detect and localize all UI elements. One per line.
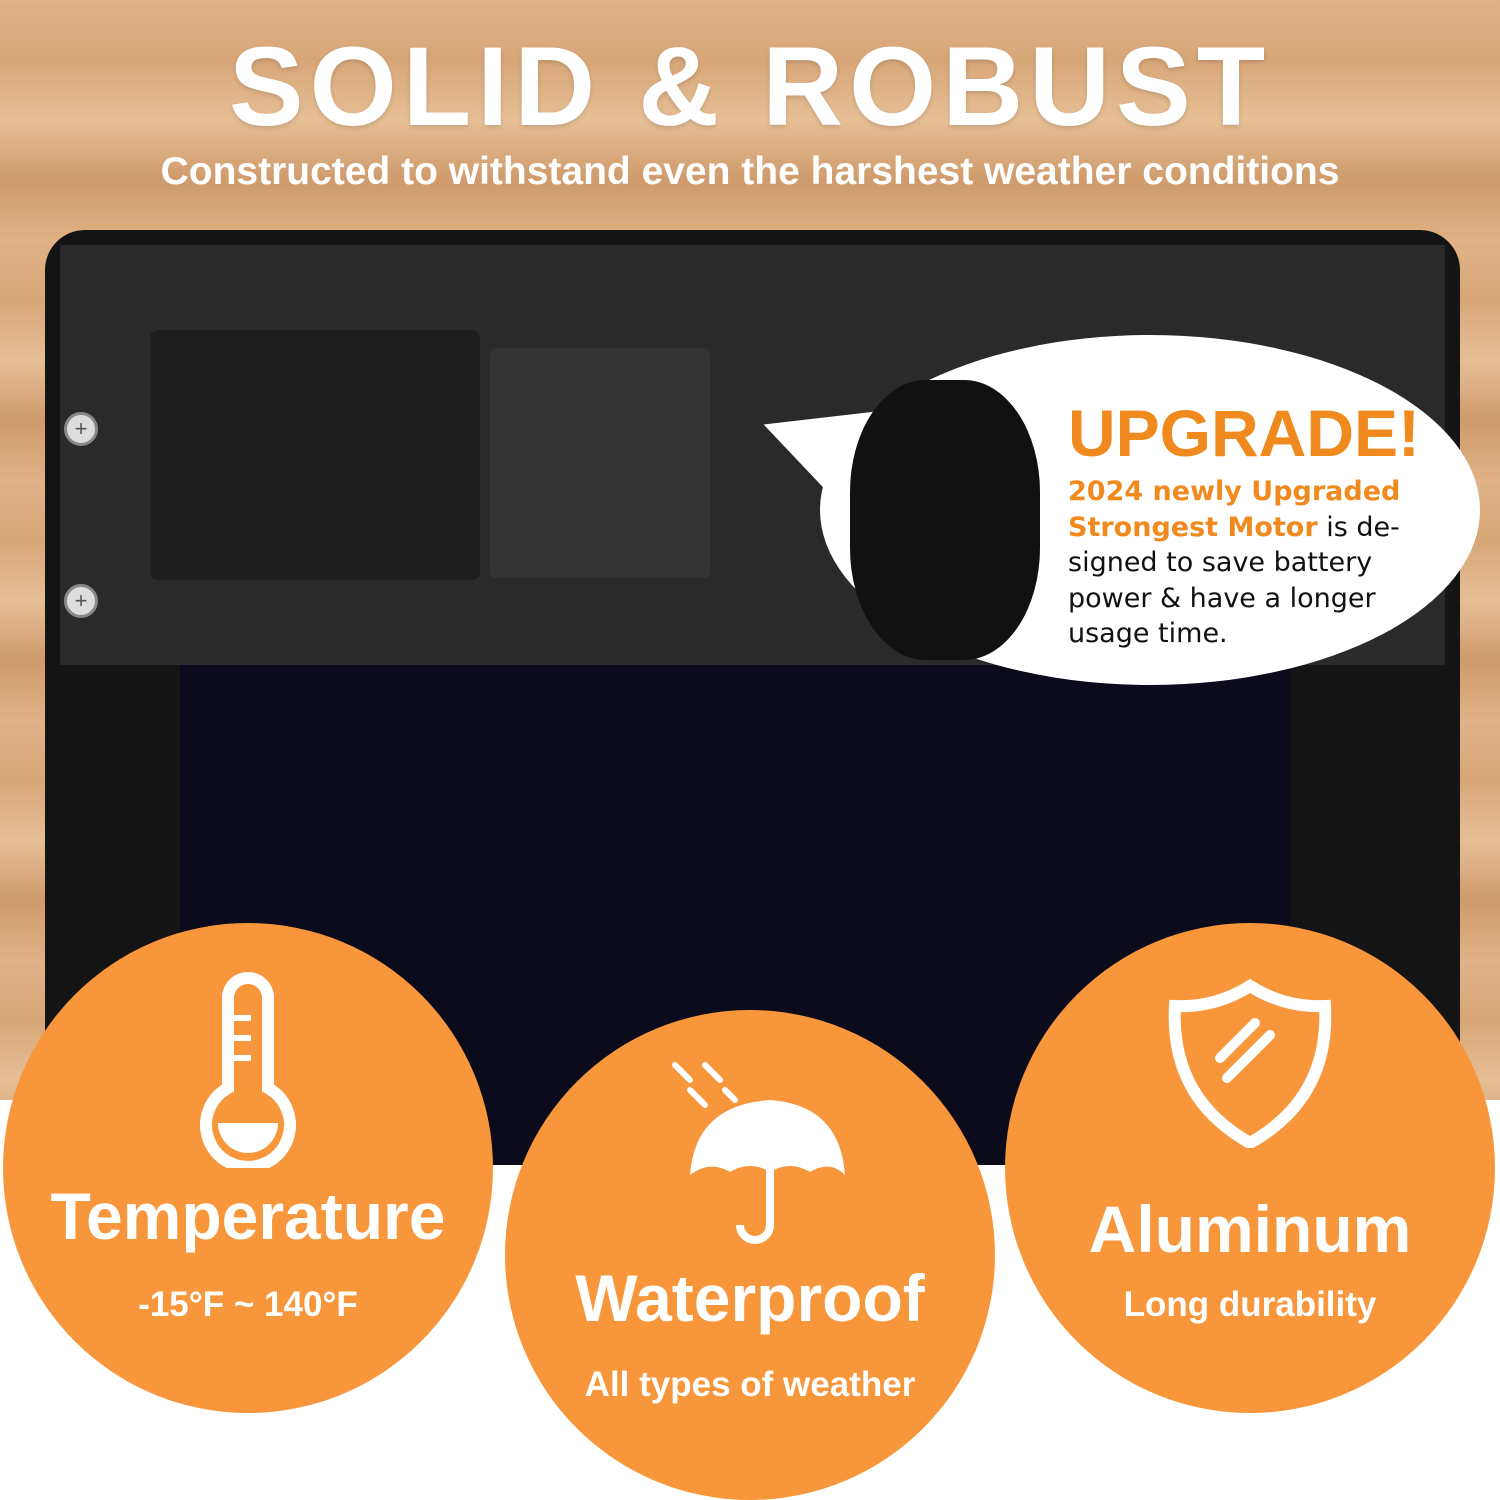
callout-body: is de-signed to save battery power & hav… <box>1068 511 1400 650</box>
umbrella-icon <box>672 1062 845 1244</box>
shield-icon <box>1168 978 1332 1148</box>
gear-icon <box>850 380 1040 660</box>
screw-icon: + <box>64 412 98 446</box>
feature-sub: All types of weather <box>584 1365 916 1404</box>
motor-housing <box>490 348 710 578</box>
page-subtitle: Constructed to withstand even the harshe… <box>160 150 1340 193</box>
feature-label: Waterproof <box>575 1261 925 1335</box>
callout-text: UPGRADE! 2024 newly Upgraded Strongest M… <box>1068 400 1428 652</box>
battery-compartment <box>150 330 480 580</box>
feature-temperature: Temperature -15°F ~ 140°F <box>3 923 493 1413</box>
feature-label: Aluminum <box>1088 1192 1412 1266</box>
feature-sub: Long durability <box>1123 1285 1377 1324</box>
thermometer-icon <box>200 972 296 1168</box>
feature-aluminum: Aluminum Long durability <box>1005 923 1495 1413</box>
callout-headline: UPGRADE! <box>1068 396 1421 470</box>
page-title: SOLID & ROBUST <box>228 24 1272 149</box>
screw-icon: + <box>64 584 98 618</box>
feature-sub: -15°F ~ 140°F <box>138 1285 358 1324</box>
callout-highlight: 2024 newly Upgraded Strongest Motor <box>1068 476 1401 543</box>
feature-waterproof: Waterproof All types of weather <box>505 1010 995 1500</box>
feature-label: Temperature <box>50 1179 446 1253</box>
